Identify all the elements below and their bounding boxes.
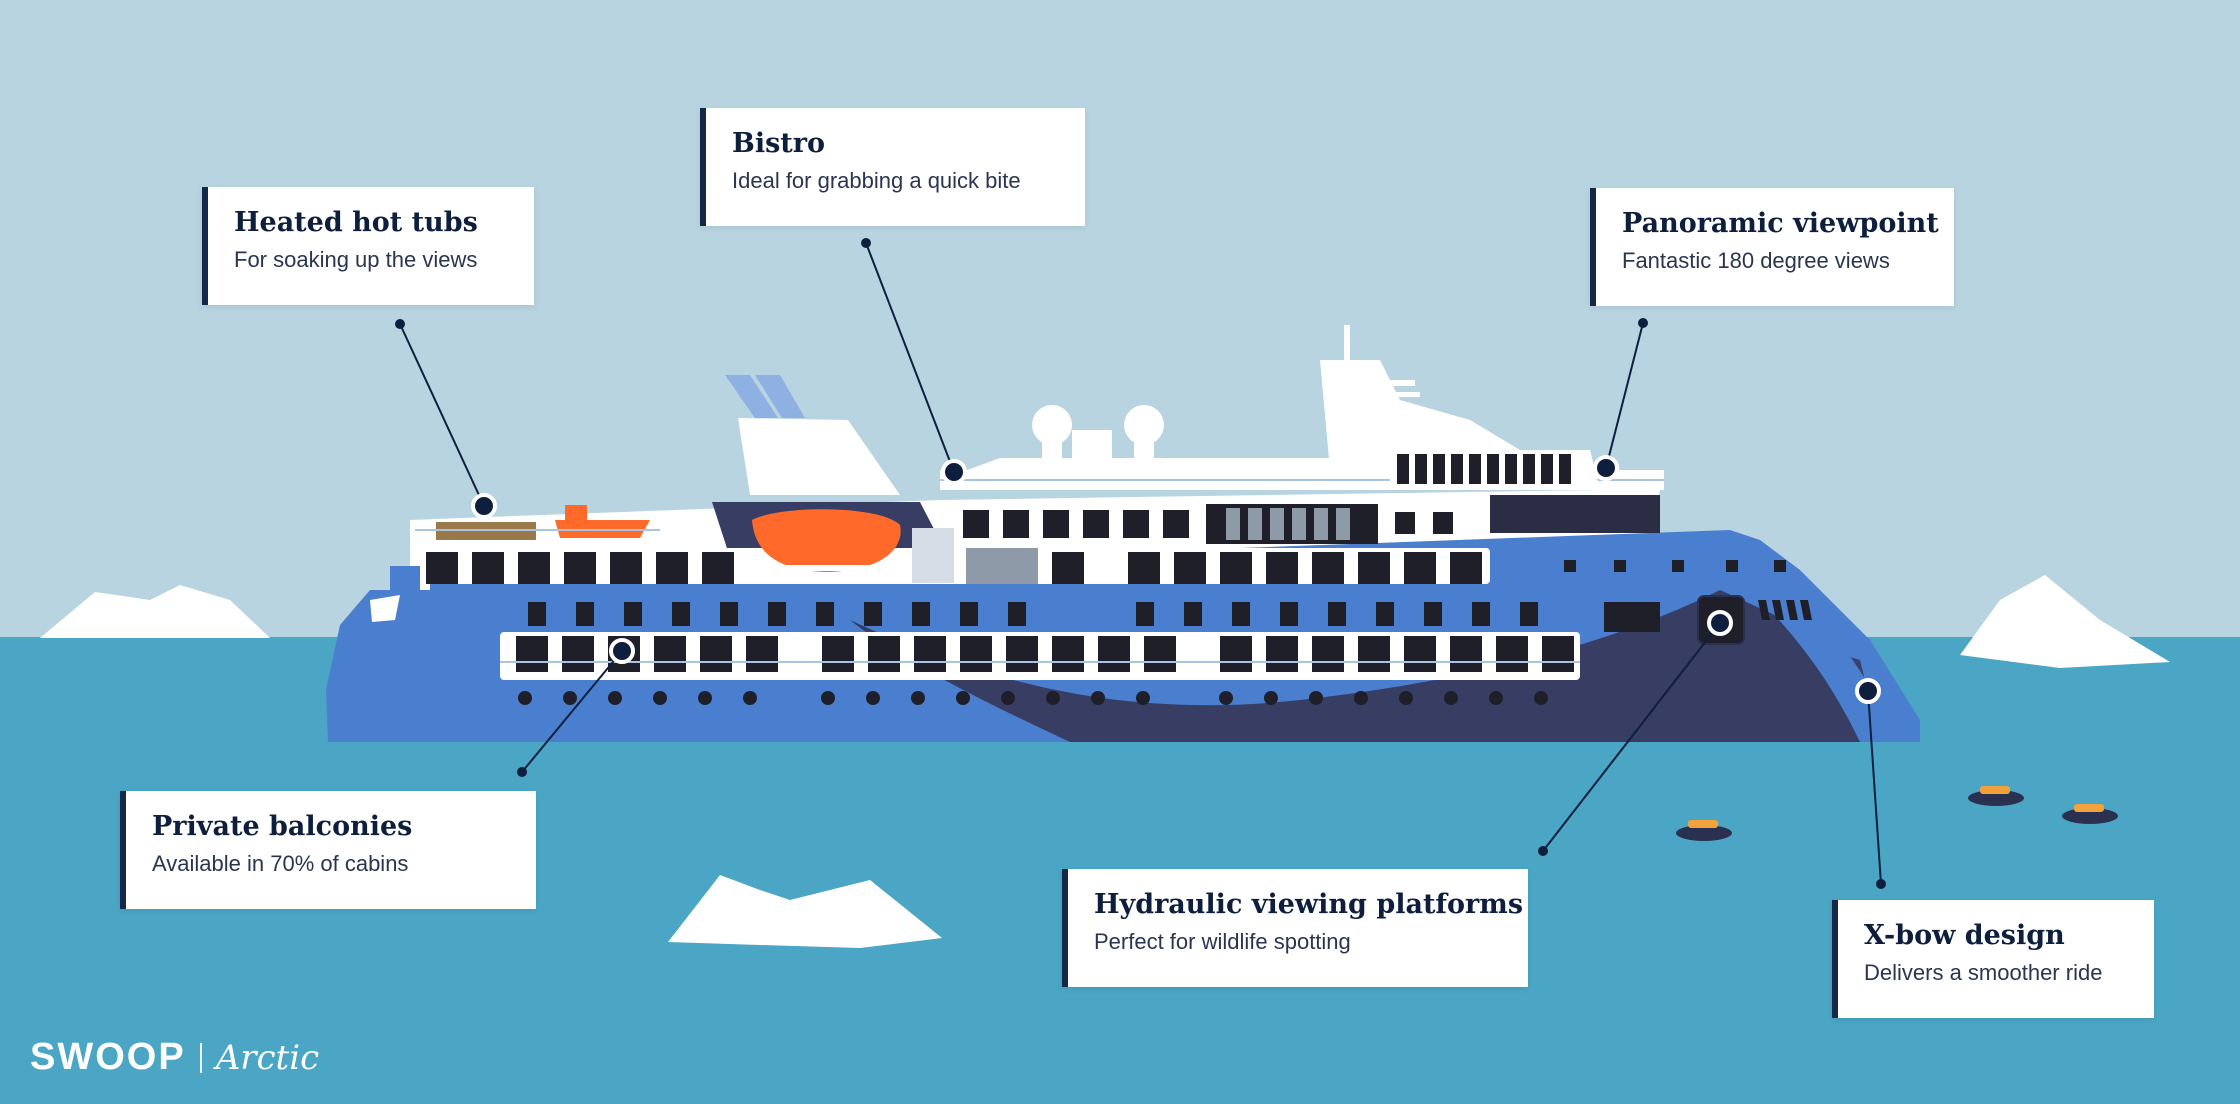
upper-windows <box>963 495 1660 538</box>
zodiac-boat-2 <box>1968 786 2024 806</box>
callout-title: Panoramic viewpoint <box>1622 208 1939 239</box>
callout-desc: Ideal for grabbing a quick bite <box>732 168 1021 193</box>
row3-windows <box>528 560 1786 632</box>
iceberg-right <box>1960 575 2170 668</box>
callout-hot-tubs: Heated hot tubs For soaking up the views <box>202 187 534 305</box>
marker-balconies <box>609 638 635 664</box>
callout-title: Private balconies <box>152 811 413 842</box>
marker-xbow <box>1855 678 1881 704</box>
callout-title: Heated hot tubs <box>234 207 478 238</box>
iceberg-left <box>40 585 270 638</box>
callout-desc: Delivers a smoother ride <box>1864 960 2103 985</box>
marker-hot-tubs <box>471 493 497 519</box>
callout-bistro: Bistro Ideal for grabbing a quick bite <box>700 108 1085 226</box>
callout-title: Bistro <box>732 128 825 159</box>
portholes <box>518 691 1548 705</box>
leader-line-balconies <box>521 650 623 773</box>
logo-divider <box>199 1042 202 1073</box>
callout-desc: Perfect for wildlife spotting <box>1094 929 1351 954</box>
callout-desc: Available in 70% of cabins <box>152 851 409 876</box>
row2-windows <box>426 552 1482 584</box>
callout-xbow: X-bow design Delivers a smoother ride <box>1832 900 2154 1018</box>
leader-line-hot-tubs <box>399 323 485 507</box>
marker-platforms <box>1707 610 1733 636</box>
balcony-windows <box>516 636 1574 672</box>
logo-sub: Arctic <box>215 1037 320 1078</box>
aft-wing <box>738 418 900 495</box>
zodiac-boat-1 <box>1676 820 1732 841</box>
leader-line-bistro <box>865 242 955 473</box>
zodiac-boat-3 <box>2062 804 2118 824</box>
leader-line-panoramic <box>1605 322 1644 469</box>
logo-brand: SWOOP <box>30 1036 186 1078</box>
callout-title: Hydraulic viewing platforms <box>1094 889 1524 920</box>
aft-stripes <box>725 375 778 418</box>
swoop-arctic-logo: SWOOP Arctic <box>30 1036 319 1079</box>
marker-panoramic <box>1593 455 1619 481</box>
callout-desc: For soaking up the views <box>234 247 478 272</box>
leader-line-xbow <box>1867 690 1882 885</box>
marker-bistro <box>941 459 967 485</box>
lifeboat-large <box>750 509 905 572</box>
leader-line-platforms <box>1542 622 1721 852</box>
callout-balconies: Private balconies Available in 70% of ca… <box>120 791 536 909</box>
callout-desc: Fantastic 180 degree views <box>1622 248 1890 273</box>
callout-title: X-bow design <box>1864 920 2065 951</box>
callout-platforms: Hydraulic viewing platforms Perfect for … <box>1062 869 1528 987</box>
callout-panoramic: Panoramic viewpoint Fantastic 180 degree… <box>1590 188 1954 306</box>
iceberg-front <box>668 875 942 948</box>
upper-deck <box>940 325 1664 490</box>
